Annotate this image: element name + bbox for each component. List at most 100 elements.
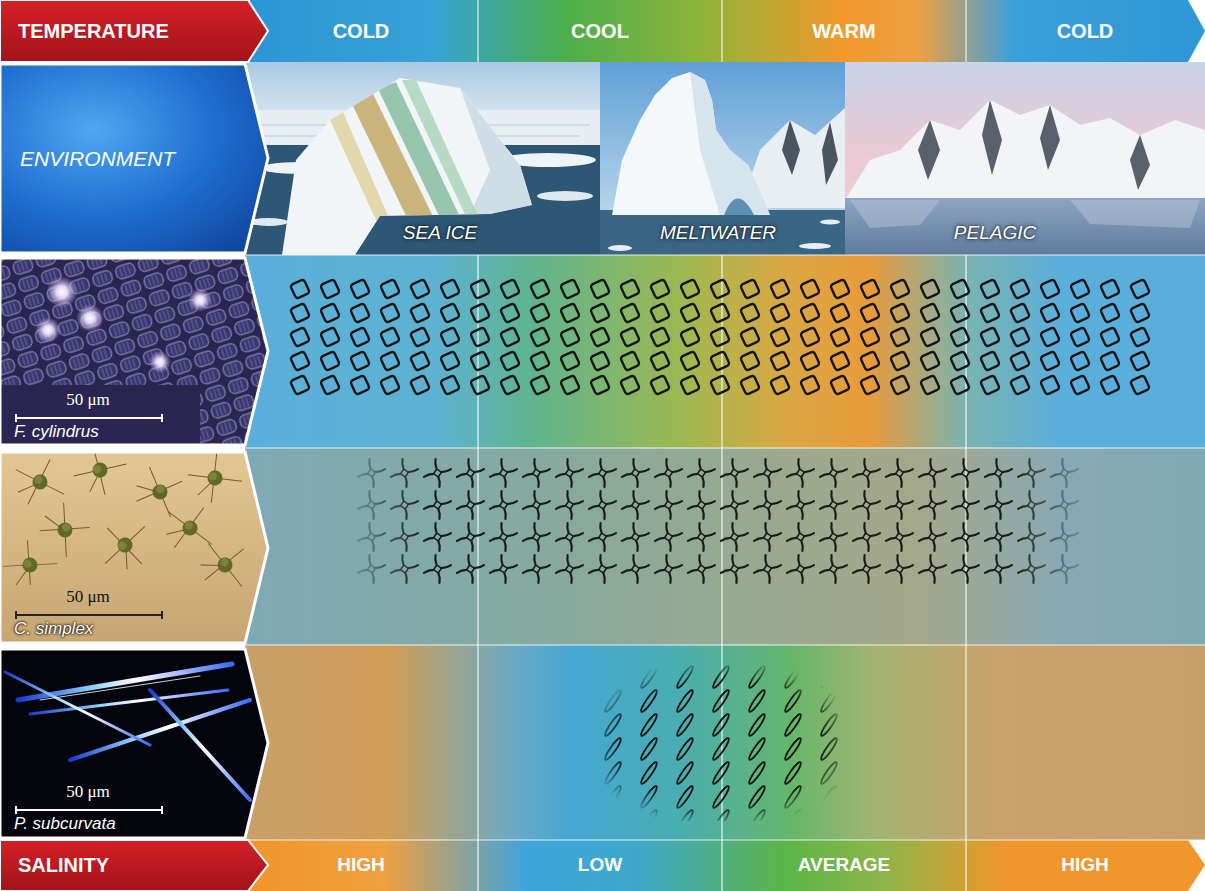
- fragilariopsis-symbols: [285, 277, 1155, 397]
- micrograph-needles: [5, 664, 250, 800]
- scale-label: 50 μm: [14, 782, 162, 802]
- reflection: [1070, 200, 1200, 228]
- rock: [982, 100, 1002, 175]
- label-slot: LOW: [490, 849, 710, 881]
- salinity-value: HIGH: [1061, 854, 1109, 876]
- grid-lines: [245, 0, 1205, 891]
- label-slot: HIGH: [251, 849, 471, 881]
- reflection: [850, 200, 940, 228]
- fragilariopsis-micrograph: [0, 258, 270, 448]
- glow-dot: [76, 304, 104, 332]
- ice-bit: [820, 220, 840, 225]
- environment-name: SEA ICE: [403, 222, 477, 244]
- label-slot: SEA ICE: [330, 217, 550, 249]
- species-panel: 50 μm C. simplex: [14, 452, 184, 645]
- ice-block: [282, 78, 532, 255]
- species-name: F. cylindrus: [14, 422, 99, 442]
- sea-water: [600, 210, 845, 255]
- pseudo-nitzschia-micrograph: [0, 649, 268, 838]
- row-background: [245, 645, 1205, 840]
- ice-band: [402, 80, 496, 255]
- micrograph-cells: [0, 258, 270, 448]
- panel-outline: [0, 649, 268, 838]
- label-ground: [0, 385, 200, 447]
- pelagic-photo: [845, 62, 1205, 255]
- rock: [1040, 105, 1060, 170]
- label-slot: WARM: [734, 15, 954, 47]
- species-name: P. subcurvata: [14, 814, 116, 834]
- row-background: [245, 255, 1205, 448]
- temperature-band: [250, 0, 1205, 62]
- rock: [822, 122, 838, 185]
- micrograph-ground: [0, 452, 268, 643]
- grid-line: [478, 0, 966, 62]
- label-slot: MELTWATER: [608, 217, 828, 249]
- iceberg-shadow: [690, 72, 770, 215]
- cell: [34, 497, 97, 562]
- temperature-value: COOL: [571, 20, 629, 43]
- species-panel: 50 μm P. subcurvata: [14, 649, 184, 840]
- glow-dot: [188, 288, 212, 312]
- axis-title: SALINITY: [18, 854, 109, 877]
- glow-dot: [149, 351, 171, 373]
- meltwater-photo: [600, 62, 845, 255]
- grid-line: [245, 255, 1205, 840]
- scale-label: 50 μm: [14, 390, 162, 410]
- label-ground: [0, 585, 200, 645]
- needle-cell: [30, 690, 228, 714]
- cell: [10, 454, 70, 510]
- ice-bit: [799, 243, 831, 249]
- cell: [65, 436, 134, 504]
- needle-cell: [70, 700, 250, 760]
- ice-shadow: [460, 88, 532, 214]
- temperature-tag-shape: [0, 0, 268, 62]
- temperature-tag: TEMPERATURE: [0, 0, 250, 62]
- chaetoceros-micrograph: [0, 436, 268, 645]
- chaetoceros-symbols: [355, 457, 1081, 585]
- label-slot: COOL: [490, 15, 710, 47]
- needle-cell: [150, 690, 250, 800]
- rock: [782, 120, 800, 175]
- salinity-value: LOW: [578, 854, 622, 876]
- environment-name: PELAGIC: [954, 222, 1036, 244]
- cell: [91, 510, 159, 579]
- sky: [845, 62, 1205, 255]
- salinity-tag: SALINITY: [0, 840, 250, 891]
- scale-bar: [16, 806, 162, 814]
- micrograph-cells: [0, 436, 260, 645]
- cell: [185, 450, 245, 506]
- row-title: ENVIRONMENT: [20, 147, 175, 171]
- temperature-value: COLD: [333, 20, 390, 43]
- row-background: [245, 448, 1205, 645]
- species-name: C. simplex: [14, 619, 93, 639]
- glow-dot: [46, 276, 78, 308]
- temperature-value: COLD: [1057, 20, 1114, 43]
- needle-highlight: [40, 676, 200, 700]
- salinity-band: [250, 840, 1205, 891]
- label-slot: HIGH: [975, 849, 1195, 881]
- rock: [918, 120, 940, 180]
- cell: [125, 457, 195, 528]
- ice-block-bands: [330, 80, 532, 255]
- environment-panel-shape: [0, 64, 268, 253]
- iceberg: [612, 72, 770, 215]
- rock: [1130, 135, 1150, 190]
- cell: [190, 530, 260, 599]
- panel-outline: [0, 258, 268, 445]
- environment-name: MELTWATER: [660, 222, 776, 244]
- label-slot: COLD: [975, 15, 1195, 47]
- iceberg-arch: [724, 199, 754, 216]
- species-panel: 50 μm F. cylindrus: [14, 258, 184, 448]
- sea-ice-photo: [245, 62, 600, 255]
- panel-outline: [0, 452, 268, 643]
- needle-cell: [5, 672, 150, 745]
- salinity-tag-shape: [0, 840, 268, 891]
- mountains: [845, 100, 1205, 200]
- environment-panel: ENVIRONMENT: [0, 64, 240, 253]
- salinity-value: AVERAGE: [798, 854, 891, 876]
- scale-label: 50 μm: [14, 587, 162, 607]
- temperature-value: WARM: [812, 20, 875, 43]
